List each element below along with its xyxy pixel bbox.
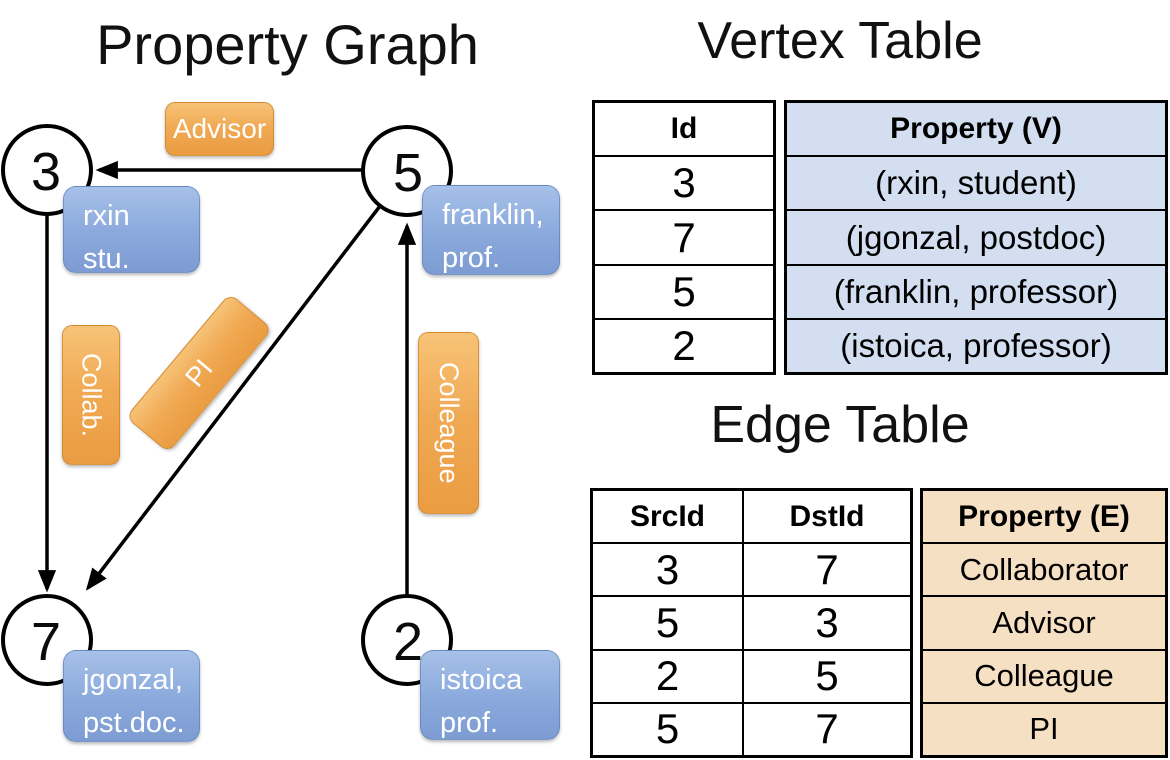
table-cell: 5 xyxy=(655,599,680,646)
table-cell: 5 xyxy=(595,263,773,318)
colleague-edge-label: Colleague xyxy=(418,332,479,514)
vertex-property-box-5: franklin, prof. xyxy=(422,185,560,275)
table-cell: 5 xyxy=(741,650,910,702)
edge-table-srcid-header: SrcId xyxy=(629,499,705,533)
edge-table-dstid-header: DstId xyxy=(741,491,910,543)
table-cell: (rxin, student) xyxy=(787,155,1165,209)
vertex-property-box-3: rxin stu. xyxy=(63,186,200,275)
vertex-id-7: 7 xyxy=(31,612,61,672)
vertex-property-line: stu. xyxy=(83,243,130,275)
table-cell: 3 xyxy=(741,597,910,649)
edge-table-id-columns: SrcId DstId 3 7 5 3 2 5 5 7 xyxy=(590,488,913,758)
vertex-property-line: jgonzal, xyxy=(83,664,183,696)
table-cell: 2 xyxy=(595,317,773,372)
collaborator-edge-label: Collab. xyxy=(62,325,120,465)
vertex-table-id-header: Id xyxy=(670,112,698,146)
vertex-table-title: Vertex Table xyxy=(697,12,983,70)
edge-table-title: Edge Table xyxy=(710,396,970,454)
property-graph-title: Property Graph xyxy=(96,13,479,76)
table-cell: PI xyxy=(923,701,1165,755)
vertex-property-box-7: jgonzal, pst.doc. xyxy=(63,650,200,742)
edge-table-property-header: Property (E) xyxy=(958,499,1130,533)
vertex-id-5: 5 xyxy=(393,143,423,203)
table-cell: (franklin, professor) xyxy=(787,263,1165,318)
vertex-property-line: istoica xyxy=(440,664,523,696)
table-cell: 7 xyxy=(595,209,773,263)
table-cell: (jgonzal, postdoc) xyxy=(787,209,1165,263)
vertex-property-line: franklin, xyxy=(442,199,544,231)
vertex-table-id-column: Id 3 7 5 2 xyxy=(592,100,776,375)
vertex-property-line: prof. xyxy=(442,242,501,274)
table-cell: 3 xyxy=(595,155,773,209)
vertex-property-line: rxin xyxy=(83,200,130,232)
table-cell: Colleague xyxy=(923,648,1165,702)
edge-pi-arrow xyxy=(85,204,382,591)
vertex-property-line: pst.doc. xyxy=(83,707,185,739)
vertex-id-2: 2 xyxy=(393,612,423,672)
table-cell: 7 xyxy=(741,703,910,756)
vertex-property-box-2: istoica prof. xyxy=(420,650,560,740)
edge-table-property-column: Property (E) Collaborator Advisor Collea… xyxy=(920,488,1168,758)
table-cell: 5 xyxy=(655,705,680,753)
vertex-id-3: 3 xyxy=(31,142,61,202)
table-cell: 7 xyxy=(741,544,910,596)
table-cell: (istoica, professor) xyxy=(787,317,1165,372)
vertex-property-line: prof. xyxy=(440,707,499,739)
vertex-table-property-header: Property (V) xyxy=(890,112,1062,146)
table-cell: 3 xyxy=(655,545,680,593)
table-cell: Advisor xyxy=(923,595,1165,648)
advisor-edge-label: Advisor xyxy=(165,102,274,156)
table-cell: 2 xyxy=(655,652,680,700)
table-cell: Collaborator xyxy=(923,542,1165,595)
vertex-table-property-column: Property (V) (rxin, student) (jgonzal, p… xyxy=(784,100,1168,375)
